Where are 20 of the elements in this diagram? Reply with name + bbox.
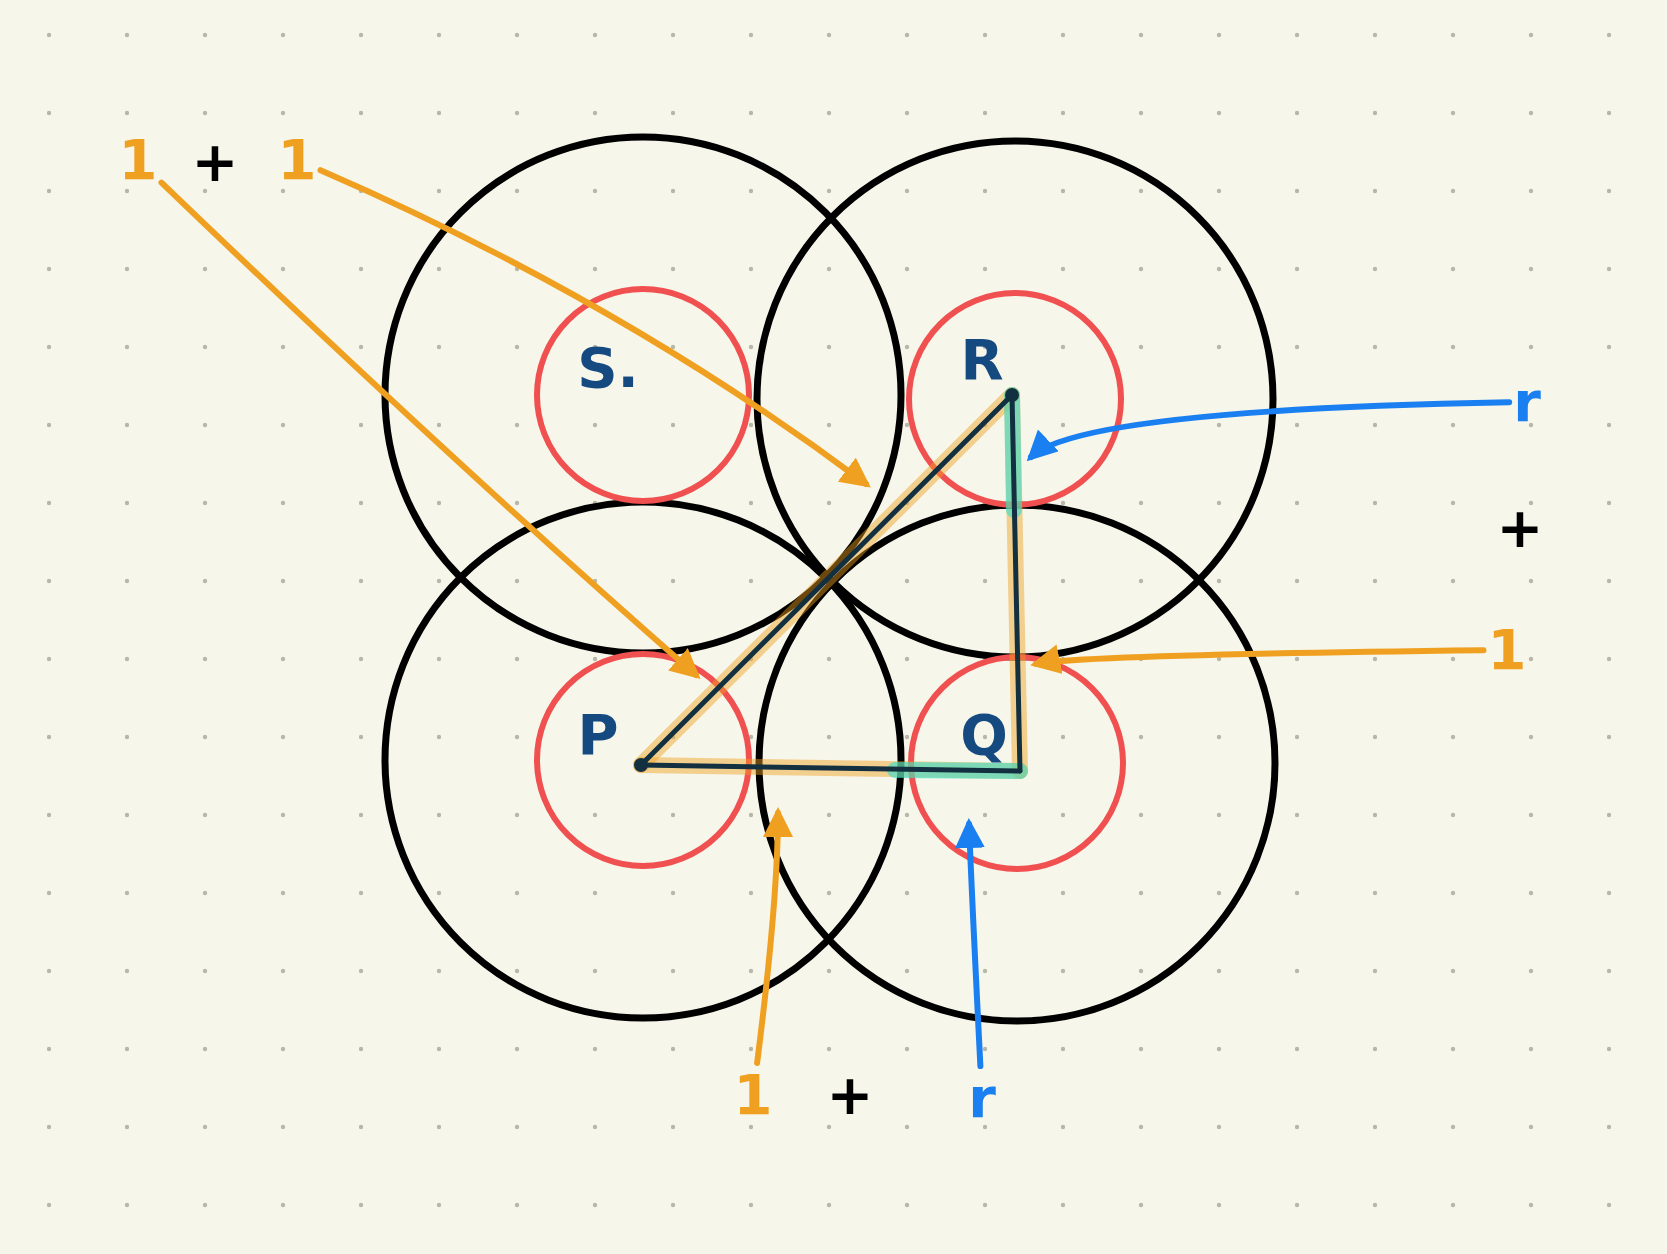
arrow: [158, 179, 701, 679]
annotation-text: 1: [118, 132, 158, 188]
annotation-text: 1: [1487, 622, 1527, 678]
arrow: [1030, 645, 1487, 676]
annotation-text: r: [1513, 374, 1541, 430]
annotation-text: 1: [277, 132, 317, 188]
arrow: [317, 167, 871, 488]
point-label: R: [960, 332, 1004, 388]
arrow: [1026, 399, 1513, 461]
arrow: [955, 818, 985, 1069]
annotation-text: 1: [733, 1067, 773, 1123]
plus-sign: +: [191, 134, 239, 190]
point-label: Q: [960, 707, 1008, 763]
point-label: S.: [577, 340, 639, 396]
plus-sign: +: [826, 1067, 874, 1123]
circles-drawing: [381, 133, 1279, 1025]
point-label: P: [577, 707, 619, 763]
plus-sign: +: [1496, 500, 1544, 556]
arrow: [754, 807, 793, 1066]
annotation-text: r: [968, 1070, 996, 1126]
